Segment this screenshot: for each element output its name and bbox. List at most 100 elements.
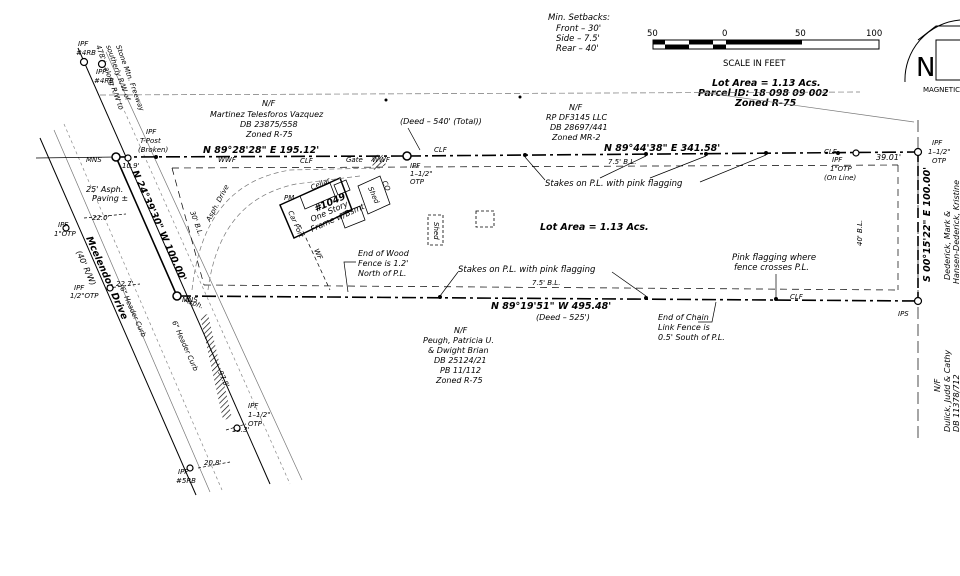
svg-text:IPF: IPF	[74, 284, 85, 292]
lot-info: Lot Area = 1.13 Acs. Parcel ID: 18 098 0…	[698, 78, 829, 109]
shed-center: Shed	[432, 222, 440, 240]
note-pink-flag: Pink flagging where fence crosses P.L.	[732, 253, 816, 297]
svg-text:OTP: OTP	[248, 420, 263, 428]
road-paving-line2: Paving ±	[92, 194, 128, 203]
svg-text:Dulick, Judd & Cathy: Dulick, Judd & Cathy	[943, 350, 952, 432]
bl-75-north: 7.5' B.L.	[608, 158, 636, 166]
svg-text:IPF: IPF	[410, 162, 421, 170]
svg-text:#4RB: #4RB	[94, 77, 114, 85]
monument-ips	[913, 296, 923, 306]
svg-text:MNS: MNS	[86, 156, 102, 164]
building-lines: 7.5' B.L. 7.5' B.L. 40' B.L. 30' B.L.	[171, 158, 899, 291]
setback-rear: Rear – 40'	[556, 44, 599, 54]
neighbor-south: N/F Peugh, Patricia U. & Dwight Brian DB…	[423, 326, 494, 385]
svg-text:DB 25124/21: DB 25124/21	[434, 356, 487, 365]
dist-22-0: 22.0'	[92, 214, 110, 222]
bl-40: 40' B.L.	[856, 220, 864, 246]
svg-text:Fence is 1.2': Fence is 1.2'	[358, 259, 408, 268]
house-cellar: Cellar	[310, 176, 333, 192]
bearing-north-east: N 89°44'38" E 341.58'	[604, 143, 720, 154]
monument-mns-bottom	[172, 291, 182, 301]
scale-bar: 50 0 50 100 SCALE IN FEET	[647, 29, 882, 69]
svg-text:1–1/2": 1–1/2"	[248, 411, 270, 419]
parcel-id: Parcel ID: 18 098 09 002	[698, 88, 829, 99]
shed-near-house: Shed	[366, 186, 381, 206]
fence-labels: CLF CLF CLF CLF WWF WWF Gate WF	[99, 91, 915, 301]
svg-text:10.9': 10.9'	[122, 162, 140, 170]
bearing-south-deed: (Deed – 525')	[536, 313, 590, 322]
road-curb-label-2: 6" Header Curb	[170, 320, 200, 373]
svg-text:Zoned MR-2: Zoned MR-2	[551, 133, 600, 142]
svg-text:IPF: IPF	[78, 40, 89, 48]
svg-text:Stakes on P.L. with pink flagg: Stakes on P.L. with pink flagging	[458, 265, 596, 275]
monument-4rb-2	[97, 59, 107, 69]
wwf-label-1: WWF	[218, 156, 237, 164]
svg-text:Zoned R-75: Zoned R-75	[245, 130, 293, 139]
svg-text:Zoned R-75: Zoned R-75	[435, 376, 483, 385]
monument-5rb	[186, 464, 194, 472]
svg-text:#5RB: #5RB	[176, 477, 196, 485]
clf-label-2: CLF	[300, 157, 314, 165]
scale-label-50: 50	[795, 29, 806, 39]
clf-label-4: CLF	[824, 148, 838, 156]
setbacks-block: Min. Setbacks: Front – 30' Side – 7.5' R…	[548, 13, 610, 54]
bearing-east: S 00°15'22" E 100.00'	[922, 167, 933, 282]
setback-side: Side – 7.5'	[556, 34, 600, 44]
monument-labels: IPF #4RB IPF #4RB IPF T-Post (Broken) MN…	[54, 40, 950, 485]
note-stakes-south: Stakes on P.L. with pink flagging	[439, 265, 647, 297]
scale-label-zero: 0	[722, 29, 727, 39]
monument-1otp-w	[62, 224, 70, 232]
setbacks-title: Min. Setbacks:	[548, 13, 610, 23]
svg-text:N/F: N/F	[933, 378, 942, 392]
setback-front: Front – 30'	[556, 24, 601, 34]
bearing-west: N 24°39'30" W 100.00'	[129, 169, 188, 283]
neighbor-north-east: N/F RP DF3145 LLC DB 28697/441 Zoned MR-…	[546, 103, 608, 142]
svg-text:DB 23875/558: DB 23875/558	[240, 120, 298, 129]
monument-ne	[913, 147, 923, 157]
svg-text:Hansen-Dederick, Kristine: Hansen-Dederick, Kristine	[952, 180, 960, 284]
gate-label: Gate	[346, 156, 363, 164]
monument-1otp-online	[852, 149, 860, 157]
bearings: N 89°28'28" E 195.12' N 89°44'38" E 341.…	[129, 117, 933, 322]
svg-text:fence crosses P.L.: fence crosses P.L.	[734, 263, 809, 273]
svg-text:Link Fence is: Link Fence is	[658, 323, 710, 332]
east-tail-dist: 39.01'	[876, 153, 901, 162]
svg-text:PB 11/112: PB 11/112	[440, 366, 481, 375]
north-arrow-icon: N MAGNETIC	[904, 19, 960, 94]
svg-text:1–1/2": 1–1/2"	[410, 170, 432, 178]
svg-text:OTP: OTP	[410, 178, 425, 186]
svg-text:OTP: OTP	[932, 157, 947, 165]
monument-4rb-top	[79, 57, 89, 67]
scale-label-100: 100	[866, 29, 882, 39]
svg-text:IPF: IPF	[96, 68, 107, 76]
north-line-west	[115, 155, 408, 158]
deed-total: (Deed – 540' (Total))	[400, 117, 482, 126]
neighbor-north-west: N/F Martinez Telesforos Vazquez DB 23875…	[210, 99, 324, 139]
svg-text:Martinez Telesforos Vazquez: Martinez Telesforos Vazquez	[210, 110, 324, 119]
neighbor-east-upper: Dederick, Mark & Hansen-Dederick, Kristi…	[943, 180, 960, 284]
monument-mns-top	[111, 152, 121, 162]
svg-text:End of Chain: End of Chain	[658, 313, 709, 322]
bl-30: 30' B.L.	[188, 210, 204, 237]
svg-text:IPF: IPF	[932, 139, 943, 147]
north-letter: N	[916, 53, 935, 83]
svg-text:N/F: N/F	[262, 99, 276, 108]
svg-text:1/2"OTP: 1/2"OTP	[70, 292, 99, 300]
svg-text:RP DF3145 LLC: RP DF3145 LLC	[546, 113, 608, 122]
monument-half-otp	[106, 284, 114, 292]
road-paving-line1: 25' Asph.	[86, 185, 123, 194]
svg-text:End of Wood: End of Wood	[358, 249, 410, 258]
svg-text:DB 28697/441: DB 28697/441	[550, 123, 608, 132]
bl-75-south: 7.5' B.L.	[532, 279, 560, 287]
monument-markers	[62, 57, 923, 472]
neighbor-east-lower: N/F Dulick, Judd & Cathy DB 11378/712	[933, 350, 960, 432]
bearing-south: N 89°19'51" W 495.48'	[491, 301, 611, 312]
monument-tpost	[124, 154, 132, 162]
svg-text:Dederick, Mark &: Dederick, Mark &	[943, 211, 952, 280]
svg-text:1–1/2": 1–1/2"	[928, 148, 950, 156]
zoning: Zoned R-75	[734, 98, 797, 109]
svg-text:0.5' South of P.L.: 0.5' South of P.L.	[658, 333, 725, 342]
house-carport: Car Port	[286, 210, 305, 239]
wf-label: WF	[312, 248, 324, 262]
lot-area-title: Lot Area = 1.13 Acs.	[712, 78, 821, 89]
